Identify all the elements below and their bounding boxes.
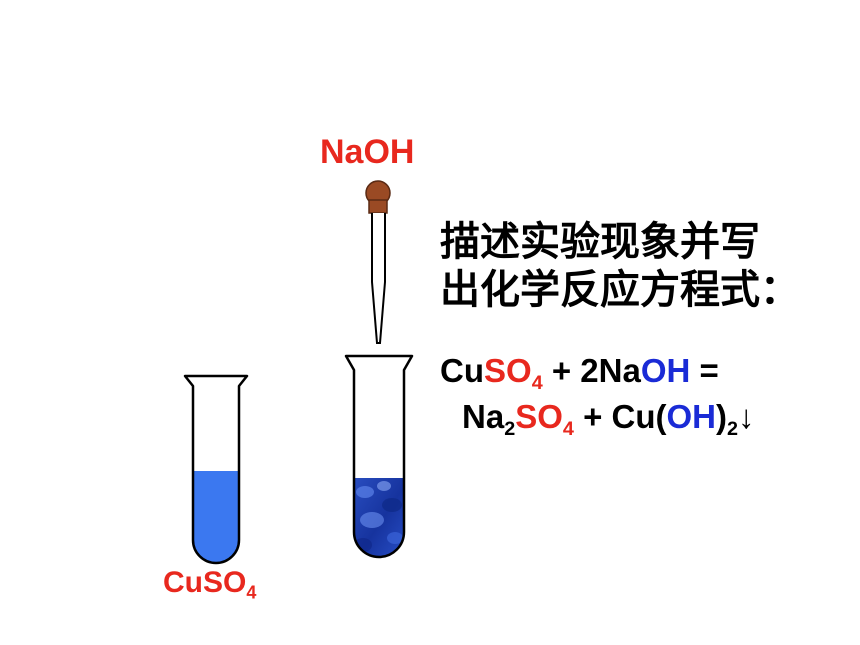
eq-sub-4: 4 [531,371,543,394]
dropper-icon [365,180,391,344]
dropper-collar [368,199,388,214]
cuso4-reagent-label: CuSO4 [163,566,257,603]
test-tube-icon [344,354,414,559]
test-tube-1-outline [183,374,249,565]
eq-plus-2na: + 2Na [542,352,641,389]
eq-sulfate: SO4 [484,352,543,393]
test-tube-icon [183,374,249,565]
question-line-2: 出化学反应方程式： [440,267,800,313]
eq-oh-sub-2: 2 [727,417,739,440]
equation-line-1: CuSO4 + 2NaOH = [440,352,719,393]
naoh-reagent-label: NaOH [320,133,415,171]
cu-oh-2-precipitate [354,478,404,557]
eq-plus-cu: + Cu( [573,398,667,435]
eq-equals: = [690,352,719,389]
eq-na-sub-2: 2 [504,417,516,440]
eq-hydroxide-product: OH [666,398,717,435]
question-text: 描述实验现象并写 出化学反应方程式： [440,218,800,314]
cuso4-formula: CuSO [163,566,247,599]
precipitate-arrow-icon: ↓ [738,398,755,435]
eq-so-product: SO [515,398,563,435]
test-tube-2-outline [344,354,414,559]
eq-hydroxide: OH [640,352,691,389]
question-line-1: 描述实验现象并写 [440,219,760,265]
cuso4-subscript: 4 [246,582,257,603]
eq-sulfate-product: SO4 [515,398,574,439]
equation-line-2: Na2SO4 + Cu(OH)2↓ [462,398,755,439]
eq-close-paren: ) [716,398,727,435]
dropper-tube [371,213,386,344]
eq-sub-4-product: 4 [562,417,574,440]
cuso4-solution [193,471,239,563]
eq-na: Na [462,398,505,435]
eq-so: SO [484,352,532,389]
eq-cu: Cu [440,352,484,389]
